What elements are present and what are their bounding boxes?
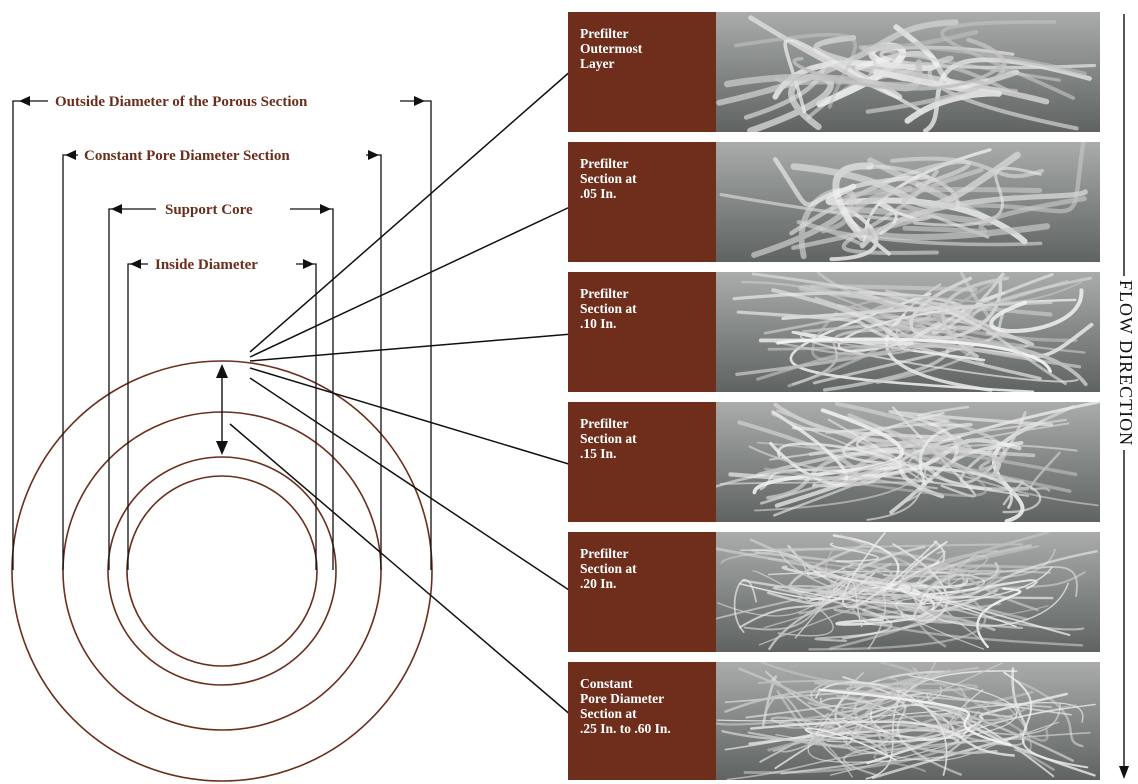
section-caption-line: Pore Diameter — [580, 691, 706, 706]
outside-diameter-label: Outside Diameter of the Porous Section — [55, 94, 308, 110]
arrowhead-icon — [414, 96, 425, 106]
section-caption-line: Layer — [580, 56, 706, 71]
inside-diameter-label: Inside Diameter — [155, 257, 258, 273]
arrowhead-icon — [368, 150, 379, 160]
section-caption-line: .20 In. — [580, 576, 706, 591]
inside-diameter-circle — [127, 476, 317, 666]
section-caption-line: .05 In. — [580, 186, 706, 201]
section-caption-line: Prefilter — [580, 286, 706, 301]
section-caption-line: Prefilter — [580, 416, 706, 431]
leader-line-outermost — [250, 70, 572, 352]
section-caption-line: Prefilter — [580, 26, 706, 41]
arrowhead-icon — [130, 259, 141, 269]
arrowhead-icon — [216, 441, 228, 455]
section-caption-line: Section at — [580, 561, 706, 576]
support-core-label: Support Core — [165, 202, 253, 218]
inside-diameter-bracket-left — [128, 264, 148, 570]
arrowhead-icon — [111, 204, 122, 214]
section-caption-line: Section at — [580, 706, 706, 721]
section-caption-line: .10 In. — [580, 316, 706, 331]
constant-pore-label: Constant Pore Diameter Section — [84, 148, 290, 164]
sem-micrograph-image — [716, 402, 1100, 522]
arrowhead-icon — [65, 150, 76, 160]
flow-direction-label: FLOW DIRECTION — [1115, 276, 1136, 450]
support-core-circle — [108, 457, 336, 685]
leader-line-20 — [250, 378, 572, 592]
arrowhead-down-icon — [1119, 766, 1129, 779]
sem-micrograph-image — [716, 272, 1100, 392]
outside-diameter-bracket-left — [13, 101, 48, 570]
outside-diameter-bracket-right — [400, 101, 431, 570]
arrowhead-icon — [19, 96, 30, 106]
section-caption-line: Prefilter — [580, 546, 706, 561]
arrowhead-icon — [303, 259, 314, 269]
sem-micrograph-image — [716, 662, 1100, 780]
leader-line-10 — [250, 334, 572, 361]
leader-line-05 — [250, 206, 572, 357]
sem-micrograph-image — [716, 532, 1100, 652]
leader-line-15 — [250, 368, 572, 465]
sem-micrograph-image — [716, 12, 1100, 132]
section-caption-line: .15 In. — [580, 446, 706, 461]
section-caption-line: Section at — [580, 431, 706, 446]
section-caption-line: Outermost — [580, 41, 706, 56]
arrowhead-icon — [216, 364, 228, 378]
arrowhead-icon — [320, 204, 331, 214]
section-caption-line: Constant — [580, 676, 706, 691]
sem-micrograph-image — [716, 142, 1100, 262]
leader-line-constant — [230, 424, 572, 716]
section-caption-line: Section at — [580, 171, 706, 186]
section-caption-line: Prefilter — [580, 156, 706, 171]
section-caption-line: Section at — [580, 301, 706, 316]
section-caption-line: .25 In. to .60 In. — [580, 721, 706, 736]
